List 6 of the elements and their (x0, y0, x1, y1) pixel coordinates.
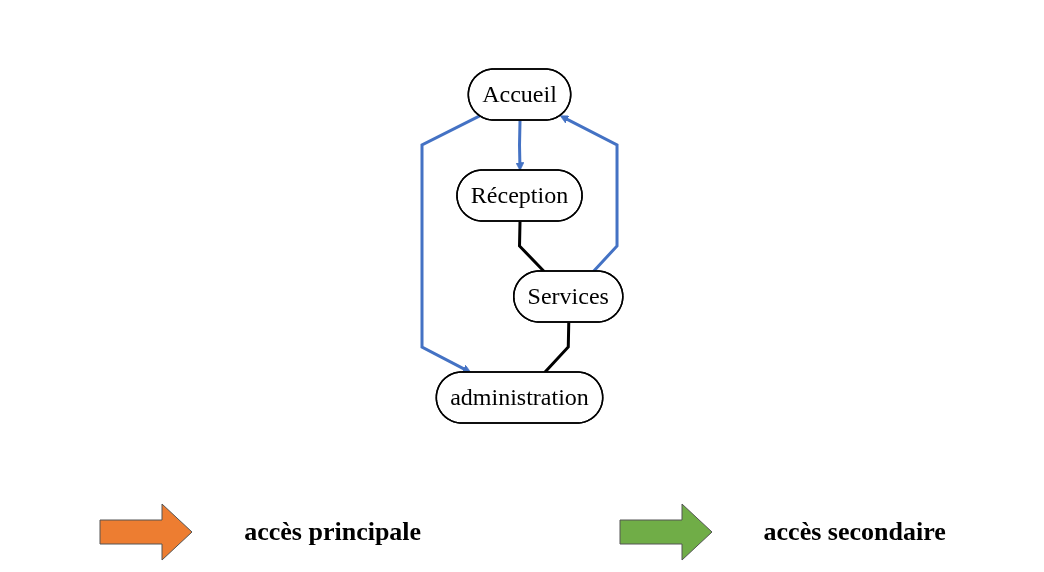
arrow (420, 114, 480, 373)
connector (517, 221, 545, 273)
arrow (515, 120, 524, 171)
legend-text: accès secondaire (763, 517, 946, 547)
arrow (559, 115, 619, 273)
legend-text: accès principale (244, 517, 422, 547)
